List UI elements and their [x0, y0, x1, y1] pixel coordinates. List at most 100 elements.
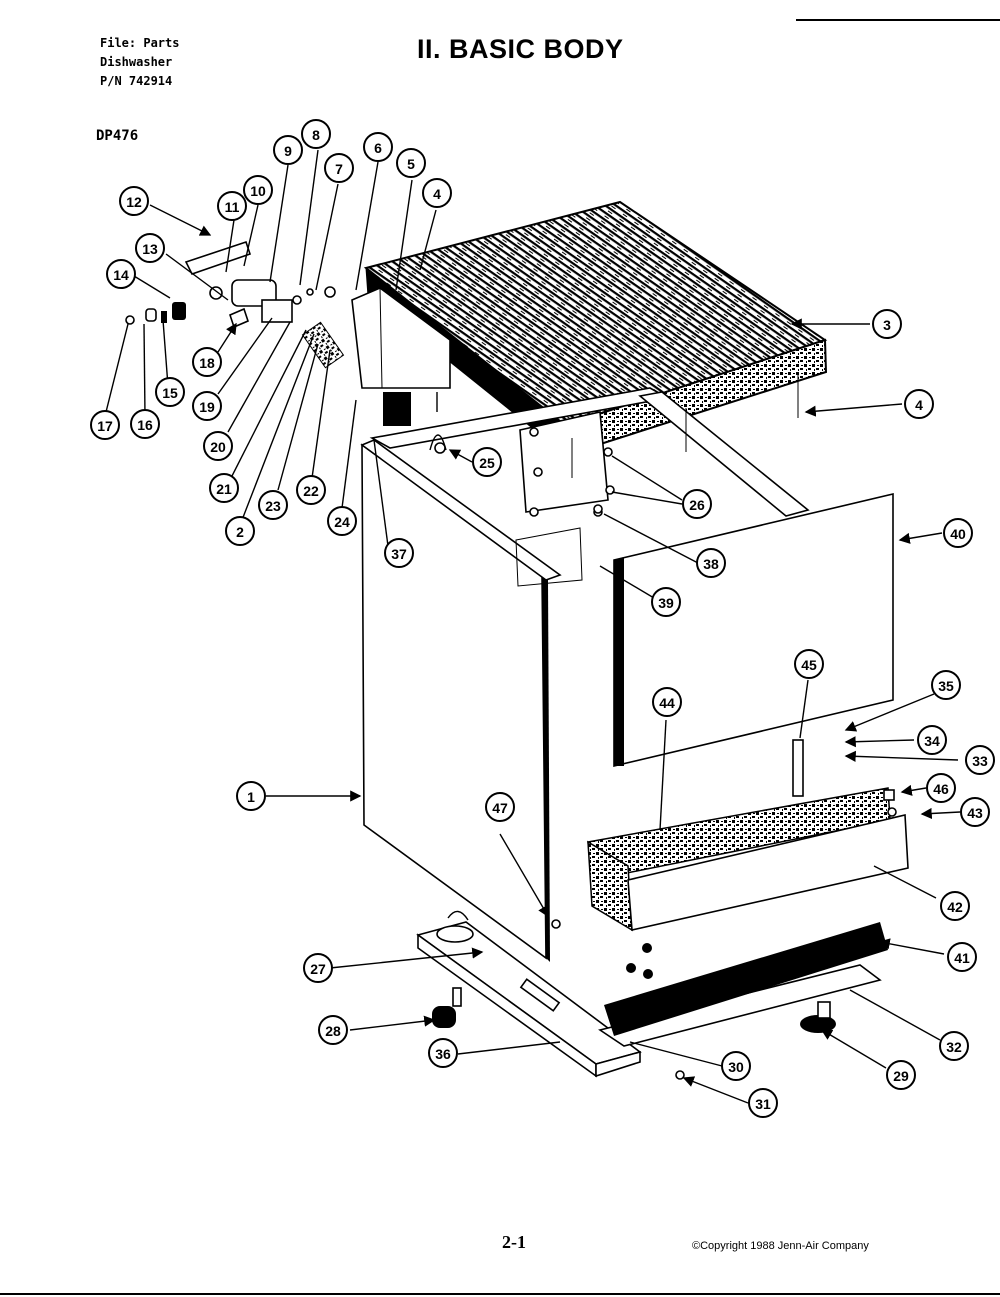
callout-label: 8	[312, 127, 320, 143]
callout-10: 10	[243, 175, 273, 205]
callout-label: 27	[310, 961, 326, 977]
callout-label: 25	[479, 455, 495, 471]
callout-45: 45	[794, 649, 824, 679]
callout-15: 15	[155, 377, 185, 407]
callout-label: 45	[801, 657, 817, 673]
model-number: DP476	[96, 128, 139, 144]
callout-label: 20	[210, 439, 226, 455]
callout-label: 9	[284, 143, 292, 159]
callout-label: 28	[325, 1023, 341, 1039]
callout-16: 16	[130, 409, 160, 439]
top-rule	[796, 19, 1000, 21]
callout-24: 24	[327, 506, 357, 536]
leader-lines	[104, 149, 961, 1104]
callout-label: 7	[335, 161, 343, 177]
callout-label: 17	[97, 418, 113, 434]
callout-37: 37	[384, 538, 414, 568]
callout-label: 29	[893, 1068, 909, 1084]
callout-31: 31	[748, 1088, 778, 1118]
callout-label: 4	[433, 186, 441, 202]
callout-21: 21	[209, 473, 239, 503]
callout-47: 47	[485, 792, 515, 822]
callout-label: 16	[137, 417, 153, 433]
callout-label: 33	[972, 753, 988, 769]
callout-label: 11	[225, 199, 240, 215]
callout-4: 4	[904, 389, 934, 419]
callout-label: 30	[728, 1059, 744, 1075]
bottom-rule	[0, 1293, 1000, 1295]
callout-label: 46	[933, 781, 949, 797]
callout-label: 42	[947, 899, 963, 915]
callout-label: 37	[391, 546, 407, 562]
callout-label: 26	[689, 497, 705, 513]
callout-5: 5	[396, 148, 426, 178]
copyright-notice: ©Copyright 1988 Jenn-Air Company	[692, 1240, 869, 1252]
callout-32: 32	[939, 1031, 969, 1061]
callout-35: 35	[931, 670, 961, 700]
file-header: File: Parts Dishwasher P/N 742914	[100, 34, 179, 91]
callout-label: 34	[924, 733, 940, 749]
callout-label: 4	[915, 397, 923, 413]
file-line: File: Parts	[100, 36, 180, 50]
callout-label: 3	[883, 317, 891, 333]
toe-grille-part-41	[604, 922, 888, 1036]
callout-33: 33	[965, 745, 995, 775]
callout-label: 24	[334, 514, 350, 530]
cabinet-side-panel-part-1	[360, 439, 562, 962]
callout-14: 14	[106, 259, 136, 289]
part-number-line: P/N 742914	[100, 74, 173, 88]
latch-parts	[125, 240, 345, 369]
callout-label: 38	[703, 556, 719, 572]
bracket-part-45	[792, 739, 804, 797]
callout-label: 32	[946, 1039, 962, 1055]
toe-kick-assembly	[587, 787, 909, 932]
callout-38: 38	[696, 548, 726, 578]
fasteners	[434, 442, 685, 1080]
top-frame-rails	[369, 372, 810, 587]
callout-4: 4	[422, 178, 452, 208]
callout-11: 11	[217, 191, 247, 221]
callout-label: 47	[492, 800, 508, 816]
product-line: Dishwasher	[100, 55, 173, 69]
callout-26: 26	[682, 489, 712, 519]
callout-label: 23	[265, 498, 281, 514]
control-bracket-assembly	[351, 287, 451, 426]
callout-label: 41	[954, 950, 970, 966]
callout-label: 10	[250, 183, 266, 199]
callout-label: 39	[658, 595, 674, 611]
callout-label: 13	[142, 241, 158, 257]
callout-3: 3	[872, 309, 902, 339]
callout-29: 29	[886, 1060, 916, 1090]
callout-12: 12	[119, 186, 149, 216]
callout-label: 22	[303, 483, 319, 499]
leveling-leg-part-28	[432, 987, 462, 1028]
callout-43: 43	[960, 797, 990, 827]
callout-label: 44	[659, 695, 675, 711]
callout-23: 23	[258, 490, 288, 520]
callout-40: 40	[943, 518, 973, 548]
callout-41: 41	[947, 942, 977, 972]
callout-22: 22	[296, 475, 326, 505]
callout-17: 17	[90, 410, 120, 440]
callout-label: 19	[199, 399, 215, 415]
callout-44: 44	[652, 687, 682, 717]
callout-36: 36	[428, 1038, 458, 1068]
callout-label: 21	[216, 481, 232, 497]
callout-label: 6	[374, 140, 382, 156]
back-panel-part-40	[613, 492, 894, 768]
callout-6: 6	[363, 132, 393, 162]
callout-28: 28	[318, 1015, 348, 1045]
callout-label: 2	[236, 524, 244, 540]
callout-label: 12	[126, 194, 142, 210]
callout-2: 2	[225, 516, 255, 546]
callout-30: 30	[721, 1051, 751, 1081]
callout-label: 35	[938, 678, 954, 694]
callout-label: 43	[967, 805, 983, 821]
page-number: 2-1	[502, 1232, 526, 1252]
callout-39: 39	[651, 587, 681, 617]
callout-label: 31	[755, 1096, 771, 1112]
callout-34: 34	[917, 725, 947, 755]
callout-25: 25	[472, 447, 502, 477]
callout-20: 20	[203, 431, 233, 461]
